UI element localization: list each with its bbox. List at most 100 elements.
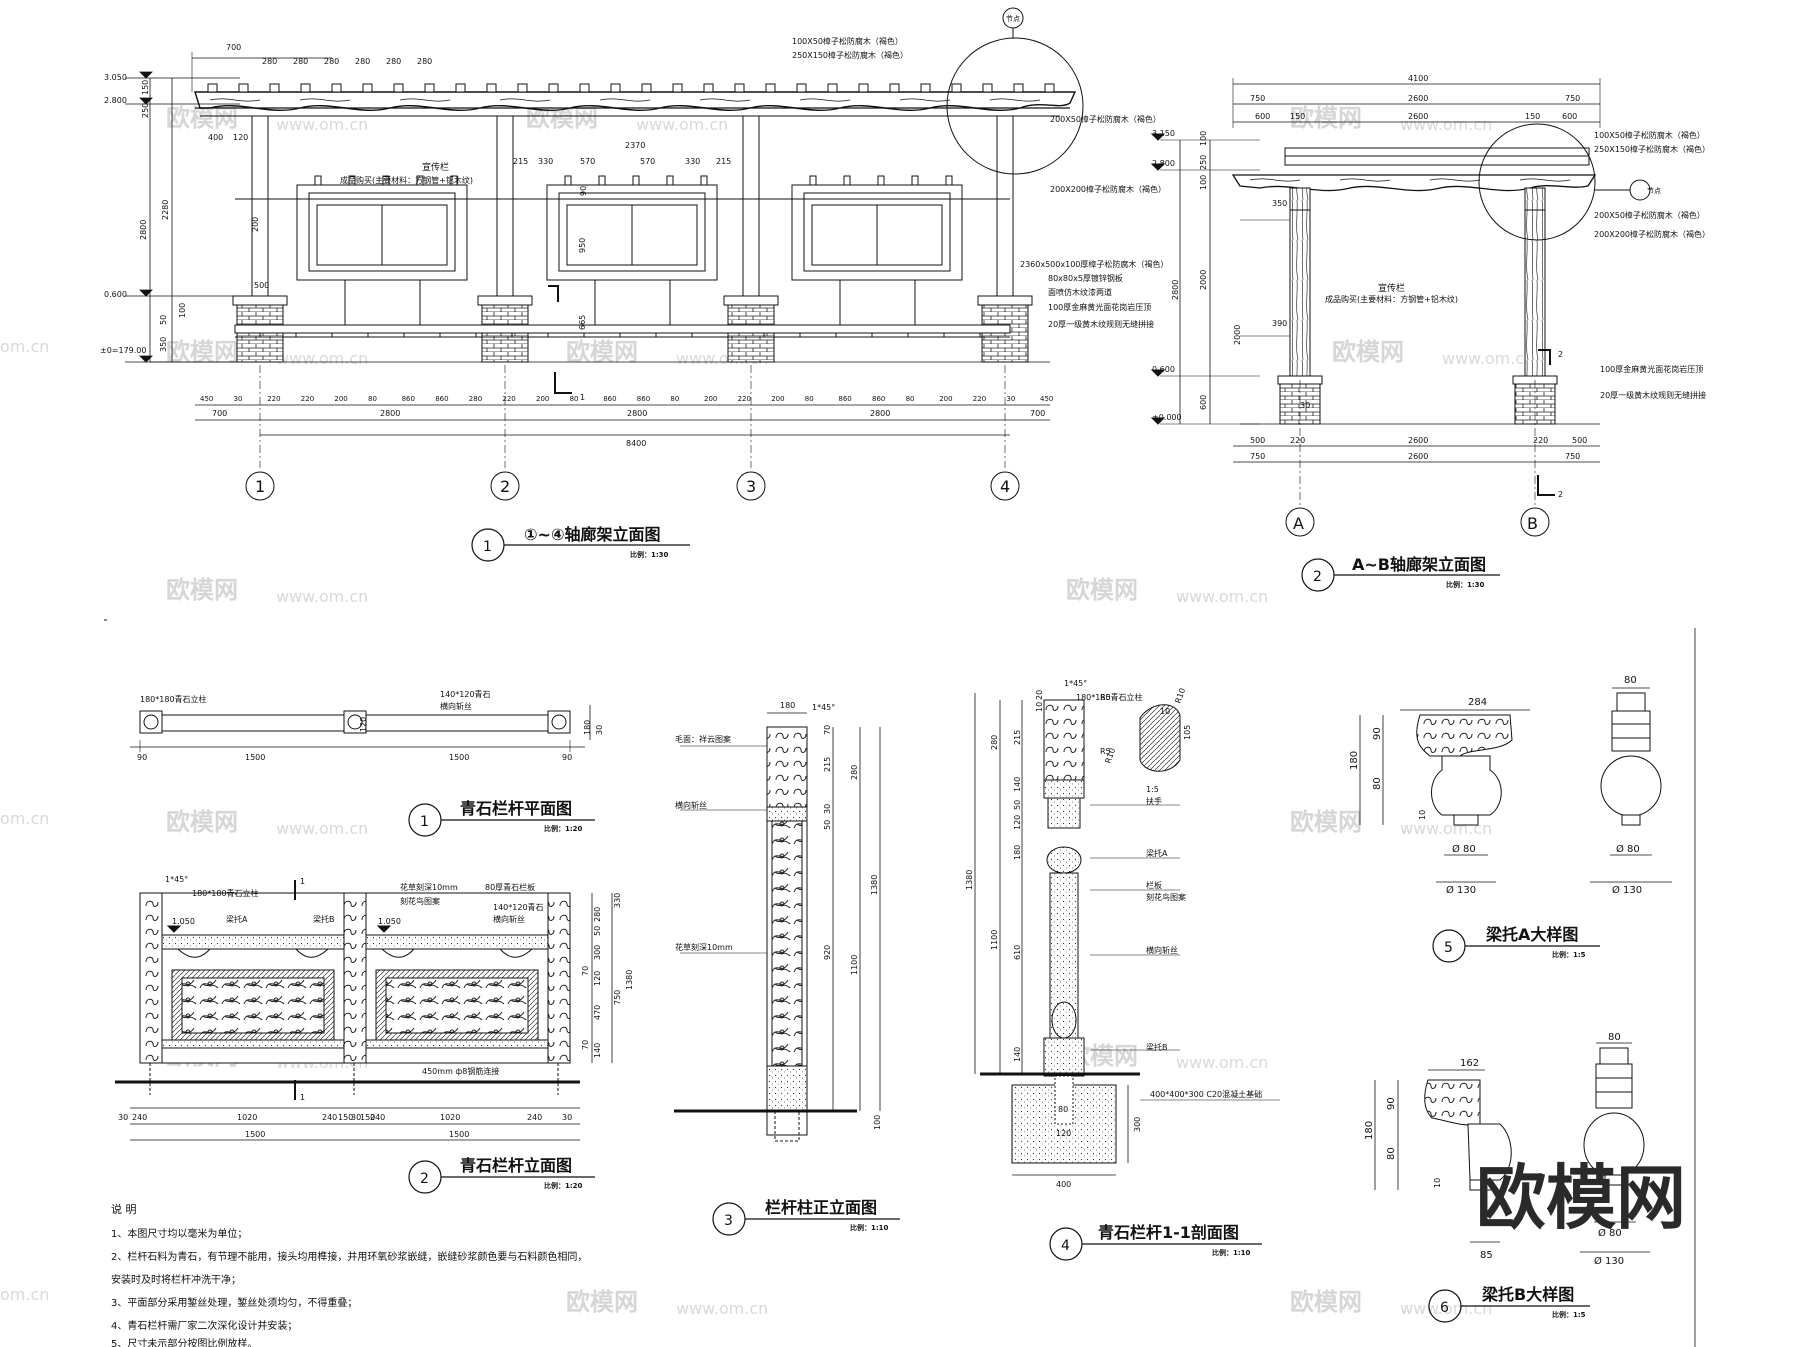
- bracket-b-title: 6 梁托B大样图 比例：1:5: [1428, 1285, 1590, 1323]
- dimension-value: 450: [1040, 395, 1053, 403]
- svg-text:180: 180: [1013, 845, 1022, 860]
- svg-text:330: 330: [613, 893, 622, 908]
- svg-text:2、栏杆石料为青石，有节理不能用，接头均用榫接，并用环氧砂浆: 2、栏杆石料为青石，有节理不能用，接头均用榫接，并用环氧砂浆嵌缝，嵌缝砂浆颜色要…: [111, 1250, 587, 1263]
- watermark-url: www.om.cn: [1442, 349, 1534, 368]
- svg-text:20厚一级黄木纹规则无缝拼接: 20厚一级黄木纹规则无缝拼接: [1048, 319, 1154, 329]
- axis-bubble: [990, 471, 1020, 501]
- svg-text:20厚一级黄木纹规则无缝拼接: 20厚一级黄木纹规则无缝拼接: [1600, 390, 1706, 400]
- svg-text:120: 120: [1013, 815, 1022, 830]
- svg-text:100厚金麻黄光面花岗岩压顶: 100厚金麻黄光面花岗岩压顶: [1048, 302, 1151, 312]
- svg-text:1: 1: [300, 1093, 305, 1102]
- svg-text:2600: 2600: [1408, 436, 1428, 445]
- granite-coping: [977, 295, 1033, 306]
- rafter: [300, 83, 311, 93]
- svg-text:570: 570: [640, 157, 655, 166]
- watermark-url: www.om.cn: [276, 349, 368, 368]
- svg-text:1.050: 1.050: [172, 917, 195, 926]
- svg-text:920: 920: [823, 945, 832, 960]
- svg-text:1500: 1500: [449, 1130, 469, 1139]
- svg-text:扶手: 扶手: [1146, 796, 1162, 806]
- svg-text:栏杆柱正立面图: 栏杆柱正立面图: [765, 1198, 877, 1217]
- svg-text:Ø 80: Ø 80: [1598, 1227, 1622, 1239]
- board-post-top: [564, 175, 572, 186]
- svg-text:比例：1:5: 比例：1:5: [1552, 950, 1586, 959]
- rafter: [362, 83, 373, 93]
- dimension-value: 200: [536, 395, 549, 403]
- dimension-value: 220: [301, 395, 314, 403]
- dimension-value: 150: [338, 1113, 353, 1122]
- svg-text:3.050: 3.050: [104, 73, 127, 82]
- svg-text:120: 120: [1056, 1129, 1071, 1138]
- svg-text:100X50樟子松防腐木（褐色）: 100X50樟子松防腐木（褐色）: [1594, 130, 1705, 140]
- svg-text:10: 10: [1160, 707, 1170, 716]
- svg-text:6: 6: [1440, 1300, 1449, 1316]
- rafter: [207, 83, 218, 93]
- dimension-value: 860: [872, 395, 885, 403]
- dimension-value: 860: [402, 395, 415, 403]
- svg-text:750: 750: [1565, 94, 1580, 103]
- rafter: [393, 83, 404, 93]
- svg-text:30: 30: [595, 725, 604, 735]
- board-post-top: [450, 175, 458, 186]
- svg-text:200X50樟子松防腐木（褐色）: 200X50樟子松防腐木（褐色）: [1050, 114, 1161, 124]
- svg-text:面喷仿木纹漆两道: 面喷仿木纹漆两道: [1048, 287, 1112, 297]
- svg-text:3: 3: [724, 1213, 733, 1229]
- svg-text:250: 250: [141, 103, 150, 118]
- svg-text:比例：1:20: 比例：1:20: [544, 1181, 583, 1190]
- corner-brand-logo: 欧模网: [1476, 1157, 1686, 1239]
- board-post-top: [314, 175, 322, 186]
- axis-bubble: [490, 471, 520, 501]
- svg-text:150: 150: [1290, 112, 1305, 121]
- notice-board: [791, 175, 963, 325]
- svg-text:215: 215: [1013, 730, 1022, 745]
- watermark-url: om.cn: [0, 1285, 49, 1304]
- svg-text:90: 90: [137, 753, 147, 762]
- rail-plan-drawing: [130, 705, 591, 752]
- dimension-value: 200: [771, 395, 784, 403]
- svg-text:180*180青石立柱: 180*180青石立柱: [192, 888, 259, 898]
- watermark-url: www.om.cn: [276, 587, 368, 606]
- svg-text:90: 90: [579, 186, 588, 196]
- svg-text:140*120青石: 140*120青石: [440, 689, 491, 699]
- svg-text:30: 30: [823, 804, 832, 814]
- svg-text:0.600: 0.600: [104, 290, 127, 299]
- watermark-url: www.om.cn: [1176, 587, 1268, 606]
- watermark-url: www.om.cn: [636, 115, 728, 134]
- svg-text:280: 280: [262, 57, 277, 66]
- svg-text:400: 400: [208, 133, 223, 142]
- svg-text:120: 120: [593, 971, 602, 986]
- svg-text:150: 150: [141, 80, 150, 95]
- dimension-value: 280: [469, 395, 482, 403]
- svg-text:80: 80: [1624, 675, 1637, 686]
- svg-text:700: 700: [226, 43, 241, 52]
- svg-text:1500: 1500: [245, 1130, 265, 1139]
- watermark-brand: 欧模网: [166, 808, 238, 836]
- svg-text:花草刻深10mm: 花草刻深10mm: [675, 942, 733, 952]
- svg-text:600: 600: [1255, 112, 1270, 121]
- svg-text:梁托A大样图: 梁托A大样图: [1485, 925, 1578, 944]
- rafter: [858, 83, 869, 93]
- axis-label: 1: [255, 477, 265, 496]
- elevation-1-4-drawing: [125, 7, 1084, 468]
- svg-text:570: 570: [580, 157, 595, 166]
- svg-text:梁托B大样图: 梁托B大样图: [1481, 1285, 1574, 1304]
- svg-text:1380: 1380: [870, 875, 879, 895]
- svg-text:470: 470: [593, 1005, 602, 1020]
- board-inner-frame: [803, 192, 951, 272]
- svg-text:70: 70: [581, 1040, 590, 1050]
- board-post-top: [877, 175, 885, 186]
- svg-text:180: 180: [1349, 751, 1360, 770]
- svg-text:刻花鸟图案: 刻花鸟图案: [400, 896, 440, 906]
- timber-column: [496, 115, 514, 297]
- svg-text:350: 350: [159, 337, 168, 352]
- svg-text:330: 330: [538, 157, 553, 166]
- svg-text:400*400*300 C20混凝土基础: 400*400*300 C20混凝土基础: [1150, 1089, 1262, 1099]
- svg-text:1380: 1380: [965, 870, 974, 890]
- svg-text:2: 2: [1313, 569, 1322, 585]
- axis-label: 2: [500, 477, 510, 496]
- svg-text:200: 200: [251, 217, 260, 232]
- watermark-brand: 欧模网: [166, 338, 238, 366]
- svg-text:200X200樟子松防腐木（褐色）: 200X200樟子松防腐木（褐色）: [1050, 184, 1166, 194]
- dimension-value: 860: [637, 395, 650, 403]
- svg-text:215: 215: [823, 757, 832, 772]
